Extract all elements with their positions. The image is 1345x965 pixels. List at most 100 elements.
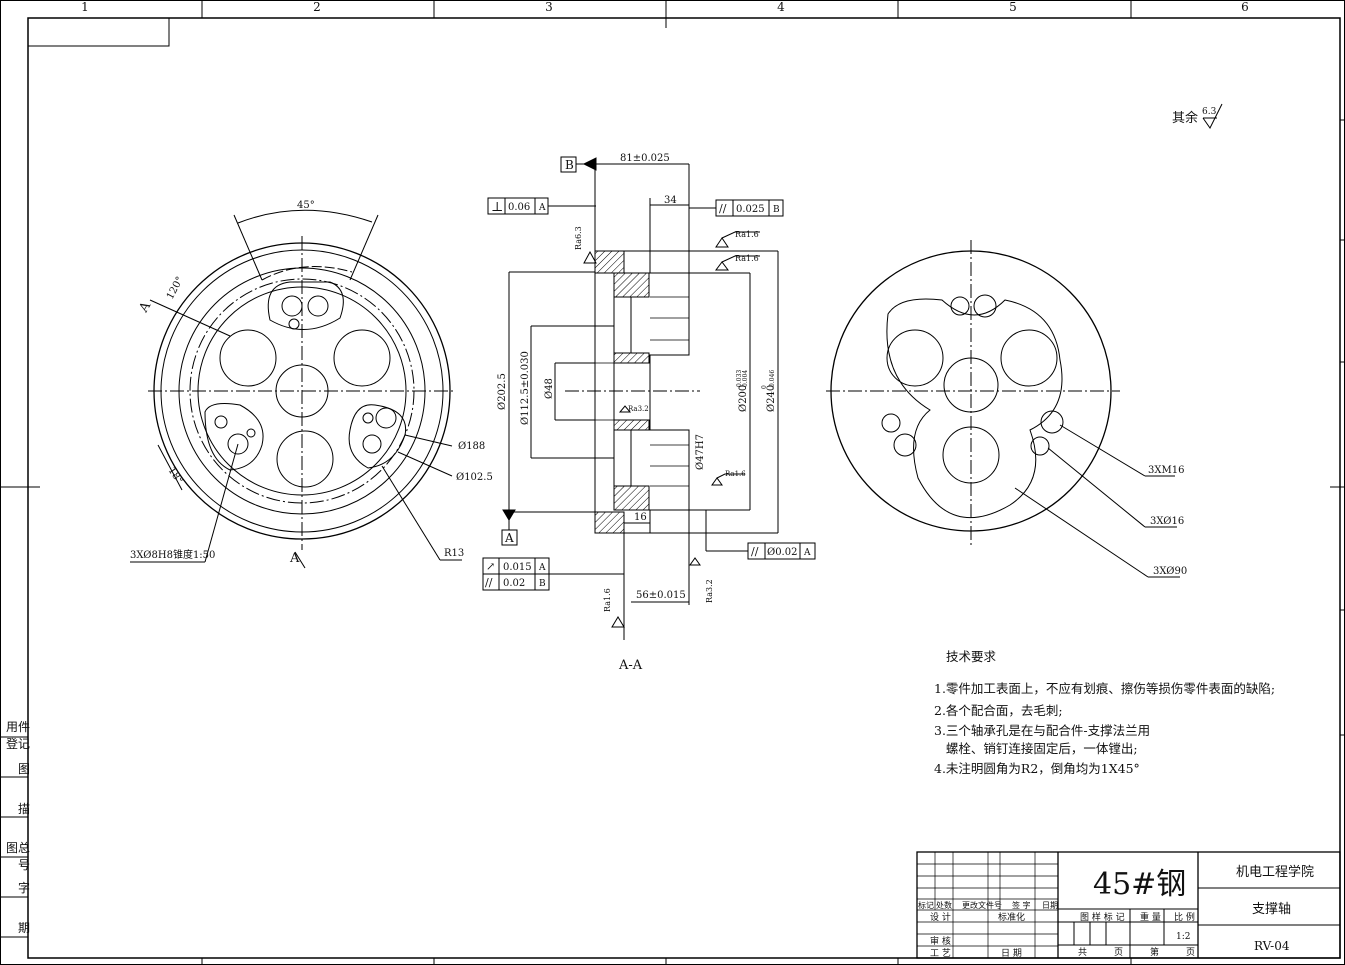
side-strip-label: 描	[17, 802, 30, 816]
svg-text:0.025: 0.025	[736, 204, 765, 215]
dim-240-label: Ø240	[766, 385, 777, 412]
dim-102-label: Ø102.5	[456, 472, 493, 483]
svg-text:0.015: 0.015	[503, 562, 532, 573]
ra-32-bottom-label: Ra3.2	[705, 579, 714, 603]
sheet-label: 第	[1150, 946, 1159, 958]
tech-requirement-line: 螺栓、销钉连接固定后，一体镗出;	[934, 741, 1138, 756]
material-label: 45#钢	[1093, 867, 1186, 902]
svg-text:A: A	[538, 203, 546, 213]
section-view-labels: B A 81±0.025 34 16 56±0.015 Ø202.5 Ø112.…	[482, 153, 816, 673]
dim-188-label: Ø188	[458, 441, 485, 452]
svg-text:B: B	[773, 205, 780, 215]
total-label: 共	[1078, 947, 1087, 958]
section-view	[502, 157, 779, 640]
inner-border	[27, 17, 1341, 959]
dim-200-label: Ø200	[738, 385, 749, 412]
angle-120-label: 120°	[165, 275, 186, 301]
svg-text://: //	[485, 576, 493, 589]
dim-240-tol-upper: 0	[761, 385, 768, 389]
datum-a-label: A	[504, 531, 514, 545]
zone-label: 2	[313, 0, 321, 14]
dim-pin-holes-label: 3XØ8H8锥度1:50	[130, 548, 215, 561]
weight-label: 重 量	[1140, 911, 1161, 923]
rev-header: 处数	[936, 900, 952, 910]
dim-200-tol-lower: -0.004	[742, 370, 749, 389]
side-strip-label: 图	[17, 762, 30, 776]
angle-45-label: 45°	[297, 200, 315, 211]
right-view-labels: 3XM16 3XØ16 3XØ90	[1148, 465, 1187, 577]
dim-34-label: 34	[664, 195, 677, 206]
fcf-parallelism-right: // Ø0.02 A	[747, 542, 816, 560]
ra-16-inner-label: Ra1.6	[725, 470, 746, 478]
fcf-perpendicularity: ⊥ 0.06 A	[487, 197, 549, 215]
dim-240-tol-lower: -0.046	[769, 370, 776, 389]
stage-label: 图 样 标 记	[1080, 911, 1125, 923]
tech-requirements: 技术要求 1.零件加工表面上，不应有划痕、擦伤等损伤零件表面的缺陷; 2.各个配…	[934, 646, 1294, 780]
zone-label: 5	[1009, 0, 1017, 14]
design-label: 设 计	[930, 911, 951, 923]
dim-16-label: 16	[634, 512, 647, 523]
zone-label: 6	[1241, 0, 1249, 14]
label-16: 3XØ16	[1150, 516, 1184, 527]
fcf-parallelism-bottom: // 0.02 B	[482, 573, 550, 591]
svg-text:Ø0.02: Ø0.02	[767, 547, 797, 558]
section-title: A-A	[618, 658, 643, 673]
dim-r13-label: R13	[444, 548, 464, 559]
surface-finish-other: 其余 6.3	[1172, 103, 1223, 129]
dim-200-tol-upper: -0.033	[736, 370, 743, 389]
right-view	[826, 240, 1180, 578]
label-90: 3XØ90	[1153, 566, 1187, 577]
standard-label: 标准化	[998, 911, 1025, 923]
svg-text:⊥: ⊥	[491, 200, 503, 215]
side-strip-label: 字	[17, 881, 30, 895]
rev-header: 更改文件号	[962, 900, 1002, 910]
rev-header: 签 字	[1012, 900, 1031, 910]
part-name-label: 支撑轴	[1252, 902, 1291, 917]
title-block-text: 45#钢 机电工程学院 支撑轴 RV-04 图 样 标 记 重 量 比 例 1:…	[918, 864, 1314, 959]
ra-16a-label: Ra1.6	[735, 230, 759, 239]
svg-text://: //	[751, 545, 759, 558]
left-view	[130, 209, 462, 569]
zone-label: 3	[545, 0, 553, 14]
tech-requirement-line: 2.各个配合面，去毛刺;	[934, 703, 1063, 718]
ra-16-bottom-label: Ra1.6	[603, 588, 612, 612]
dim-202-label: Ø202.5	[497, 373, 508, 410]
svg-text:A: A	[803, 548, 811, 558]
datum-b-box	[560, 156, 577, 173]
ra-63-label: Ra6.3	[574, 226, 583, 250]
datum-b-label: B	[565, 158, 574, 172]
svg-text:0.06: 0.06	[508, 202, 530, 213]
side-strip-label: 图总号	[5, 841, 30, 872]
drawing-no-label: RV-04	[1254, 939, 1290, 953]
zone-label: 4	[777, 0, 785, 14]
section-marker-top: A	[136, 299, 154, 316]
ra-16b-label: Ra1.6	[735, 254, 759, 263]
review-label: 审 核	[930, 935, 951, 947]
side-strip	[0, 736, 28, 938]
svg-text://: //	[719, 202, 727, 215]
side-strip-label: 期	[17, 921, 30, 935]
tech-requirements-title: 技术要求	[946, 649, 997, 664]
scale-label: 比 例	[1174, 911, 1195, 923]
ra-32-inner-label: Ra3.2	[628, 405, 649, 413]
dim-47h7-label: Ø47H7	[695, 434, 706, 470]
angle-18-label: 18°	[166, 465, 185, 486]
dim-48-label: Ø48	[544, 378, 555, 399]
label-m16: 3XM16	[1148, 465, 1184, 476]
datum-a-box	[501, 529, 518, 546]
page-label: 页	[1114, 947, 1123, 958]
rev-header: 标记	[918, 900, 934, 910]
left-view-labels: 45° 120° 18° A A Ø188 Ø102.5 R13 3XØ8H8锥…	[130, 200, 493, 566]
rev-header: 日期	[1042, 901, 1058, 910]
svg-text:0.02: 0.02	[503, 578, 525, 589]
school-label: 机电工程学院	[1236, 864, 1314, 880]
zone-label: 1	[81, 0, 89, 14]
tech-requirement-line: 3.三个轴承孔是在与配合件-支撑法兰用	[934, 723, 1151, 738]
sheet-page-label: 页	[1186, 947, 1195, 958]
svg-text:6.3: 6.3	[1202, 107, 1217, 117]
side-strip-label: 用件登记	[5, 720, 30, 751]
process-label: 工 艺	[930, 948, 951, 959]
dim-81-label: 81±0.025	[620, 153, 670, 164]
